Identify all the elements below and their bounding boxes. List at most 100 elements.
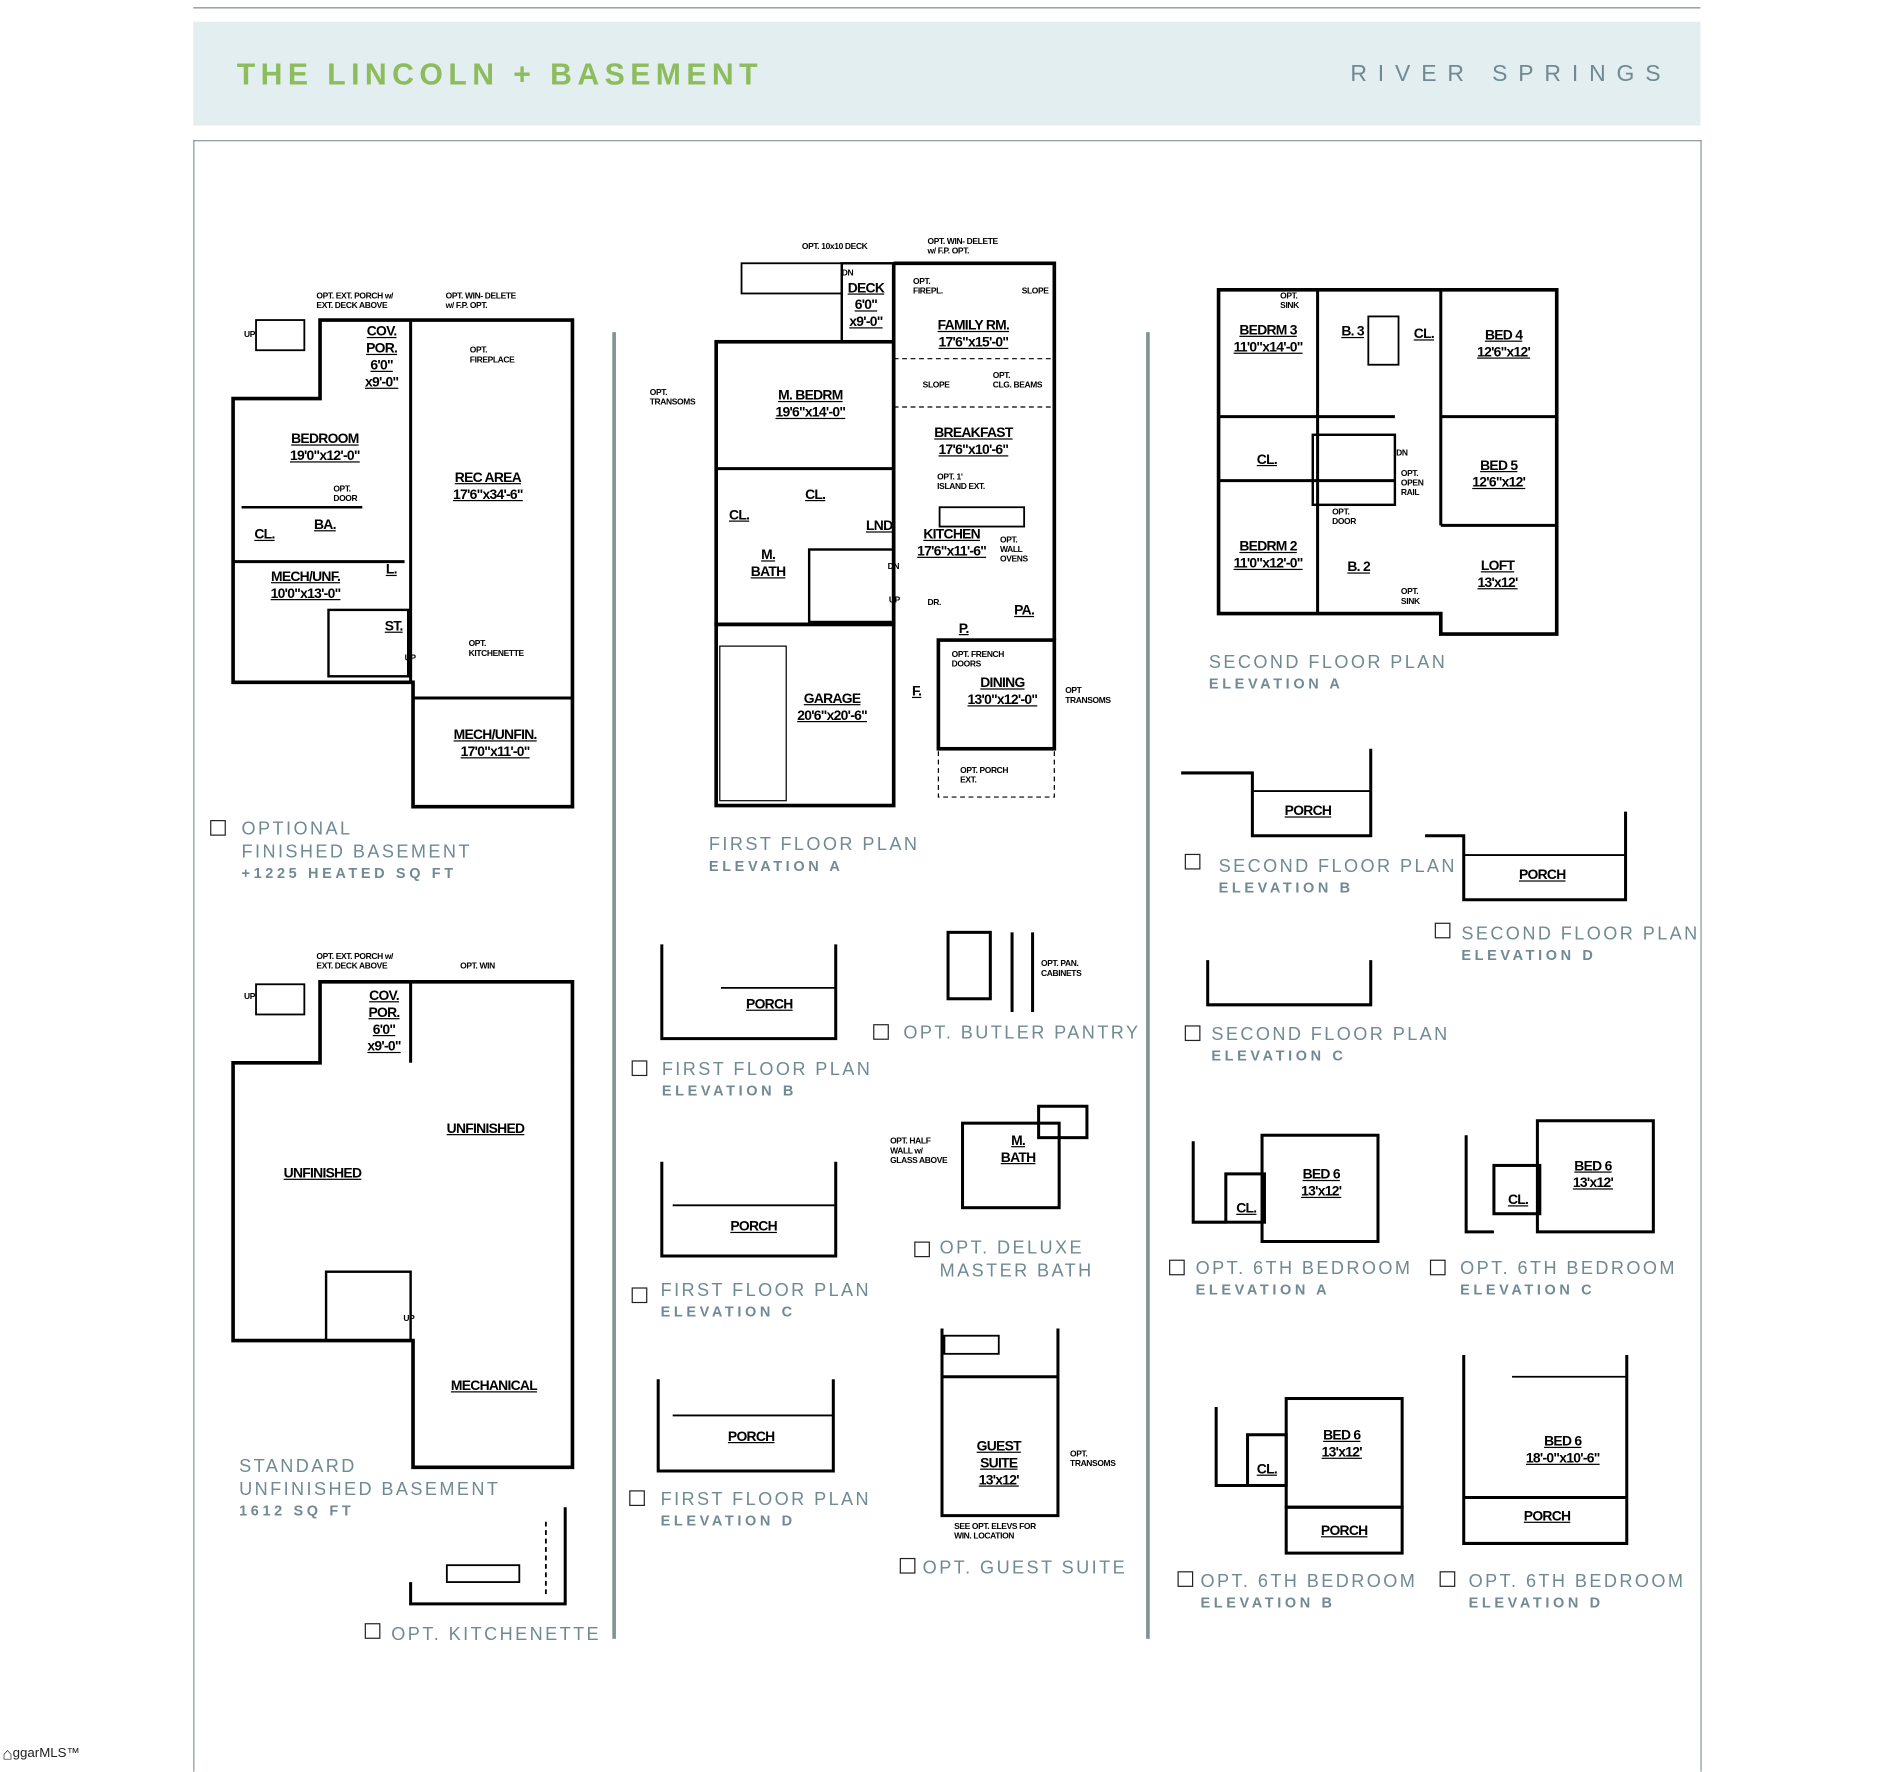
option-checkbox[interactable] xyxy=(210,820,226,836)
option-checkbox[interactable] xyxy=(1429,1259,1446,1276)
label-line: 11'0"x14'-0" xyxy=(1233,340,1304,356)
option-checkbox[interactable] xyxy=(899,1557,916,1574)
option-checkbox[interactable] xyxy=(629,1490,645,1507)
caption-title: SECOND FLOOR PLAN xyxy=(1208,652,1448,673)
room-label: PORCH xyxy=(1285,803,1332,820)
label-line: GLASS ABOVE xyxy=(890,1156,948,1166)
room-label: FAMILY RM.17'6"x15'-0" xyxy=(938,318,1010,352)
label-line: PORCH xyxy=(1523,1509,1571,1525)
label-line: DOOR xyxy=(333,495,358,504)
label-line: ST. xyxy=(384,619,404,635)
plan-note: OPT.KITCHENETTE xyxy=(468,640,525,659)
option-checkbox[interactable] xyxy=(914,1241,930,1258)
option-checkbox[interactable] xyxy=(364,1623,381,1639)
label-line: UP xyxy=(243,330,255,340)
caption-title: OPT. 6TH BEDROOM xyxy=(1200,1571,1418,1592)
label-line: BEDRM 2 xyxy=(1239,539,1297,555)
caption-title: MASTER BATH xyxy=(939,1260,1094,1282)
option-checkbox[interactable] xyxy=(1184,853,1201,870)
label-line: GUEST xyxy=(976,1439,1022,1455)
room-label: LND xyxy=(866,518,893,535)
plan-note: SLOPE xyxy=(1022,287,1049,297)
label-line: TRANSOMS xyxy=(649,398,696,407)
label-line: 13'x12' xyxy=(978,1473,1020,1488)
room-label: BA. xyxy=(314,517,336,534)
label-line: OPT. xyxy=(1070,1450,1088,1459)
plan-note: DN xyxy=(888,563,900,573)
label-line: PA. xyxy=(1014,603,1035,619)
label-line: w/ F.P. OPT. xyxy=(927,247,970,257)
label-line: OVENS xyxy=(999,555,1028,564)
label-line: 19'0"x12'-0" xyxy=(289,449,361,464)
label-line: CL. xyxy=(1256,1462,1278,1478)
room-label: ST. xyxy=(384,618,404,635)
room-label: CL. xyxy=(1236,1200,1257,1217)
room-label: PORCH xyxy=(730,1219,777,1236)
label-line: 10'0"x13'-0" xyxy=(270,586,342,602)
label-line: SLOPE xyxy=(922,381,950,391)
caption-subtitle: ELEVATION B xyxy=(1200,1594,1336,1612)
label-line: 12'6"x12' xyxy=(1472,475,1526,491)
butler-pantry-plan xyxy=(946,930,1035,1013)
option-checkbox[interactable] xyxy=(1439,1571,1456,1587)
label-line: BED 6 xyxy=(1302,1167,1341,1183)
label-line: BREAKFAST xyxy=(934,426,1013,441)
label-line: CL. xyxy=(1236,1201,1257,1217)
caption-subtitle: ELEVATION C xyxy=(660,1303,796,1321)
room-label: M.BATH xyxy=(751,547,786,581)
label-line: DR. xyxy=(927,599,942,608)
unfinished-basement-plan xyxy=(231,980,575,1470)
column-divider xyxy=(612,332,616,1639)
label-line: ISLAND EXT. xyxy=(937,483,985,492)
label-line: 13'x12' xyxy=(1572,1176,1614,1191)
label-line: OPT. PAN. xyxy=(1041,960,1079,969)
label-line: OPT. EXT. PORCH w/ xyxy=(316,292,394,301)
label-line: CLG. BEAMS xyxy=(992,381,1043,391)
label-line: OPT. WIN xyxy=(460,962,495,971)
caption-title: OPT. GUEST SUITE xyxy=(922,1557,1128,1579)
label-line: OPT. xyxy=(992,371,1011,381)
label-line: 17'6"x11'-6" xyxy=(917,544,987,560)
room-label: COV.POR.6'0"x9'-0" xyxy=(365,324,399,392)
label-line: KITCHENETTE xyxy=(468,649,525,659)
plan-note: UP xyxy=(403,1315,414,1325)
option-checkbox[interactable] xyxy=(631,1287,648,1304)
option-checkbox[interactable] xyxy=(1169,1259,1185,1276)
option-checkbox[interactable] xyxy=(631,1060,648,1077)
label-line: POR. xyxy=(368,1006,401,1021)
plan-caption: SECOND FLOOR PLAN ELEVATION A xyxy=(1209,651,1447,693)
option-checkbox[interactable] xyxy=(1434,922,1451,939)
label-line: EXT. xyxy=(960,776,977,786)
label-line: OPT. FRENCH xyxy=(951,650,1005,660)
label-line: TRANSOMS xyxy=(1065,696,1111,706)
option-checkbox[interactable] xyxy=(873,1024,889,1040)
label-line: 11'0"x12'-0" xyxy=(1233,556,1304,572)
option-checkbox[interactable] xyxy=(1184,1025,1201,1042)
label-line: EXT. DECK ABOVE xyxy=(316,301,388,311)
caption-subtitle: ELEVATION A xyxy=(1208,675,1344,693)
plan-note: OPT. EXT. PORCH w/EXT. DECK ABOVE xyxy=(316,953,393,972)
label-line: KITCHEN xyxy=(923,527,981,543)
label-line: FIREPLACE xyxy=(469,356,515,365)
label-line: 17'0"x11'-0" xyxy=(460,745,531,760)
label-line: GARAGE xyxy=(803,692,861,707)
plan-note: OPT.TRANSOMS xyxy=(649,389,696,408)
label-line: DOORS xyxy=(951,660,982,670)
room-label: CL. xyxy=(805,487,826,504)
plan-note: OPT. WIN xyxy=(460,963,495,973)
label-line: 13'x12' xyxy=(1477,576,1518,591)
caption-title: STANDARD xyxy=(239,1456,357,1478)
option-checkbox[interactable] xyxy=(1177,1571,1194,1587)
